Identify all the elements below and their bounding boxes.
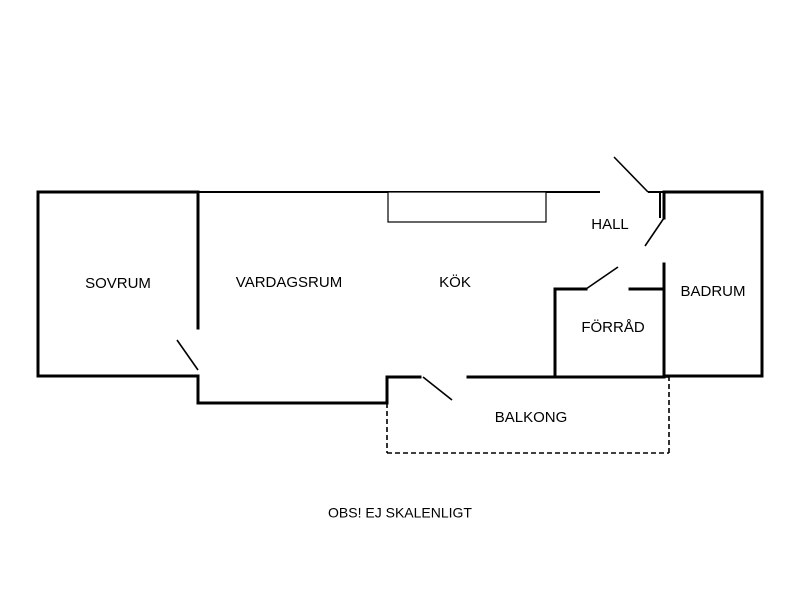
room-label-kok: KÖK: [439, 273, 471, 291]
storage-door: [585, 266, 619, 290]
scale-note: OBS! EJ SKALENLIGT: [328, 505, 472, 521]
bathroom-door: [644, 217, 665, 247]
bathroom-walls: [659, 190, 764, 378]
entrance-door: [613, 156, 649, 193]
storage-walls: [553, 287, 666, 379]
balcony-door: [422, 376, 453, 401]
room-label-sovrum: SOVRUM: [85, 275, 151, 292]
kitchen-counter: [387, 191, 547, 223]
room-label-vardagsrum: VARDAGSRUM: [236, 274, 342, 291]
room-label-balkong: BALKONG: [495, 409, 568, 426]
door-swings: [176, 156, 665, 401]
room-label-forrad: FÖRRÅD: [581, 318, 645, 336]
room-label-hall: HALL: [591, 216, 629, 233]
balcony-outline: [386, 376, 670, 454]
bedroom-door: [176, 339, 199, 371]
room-label-badrum: BADRUM: [680, 283, 745, 300]
bedroom-walls: [36, 190, 200, 405]
